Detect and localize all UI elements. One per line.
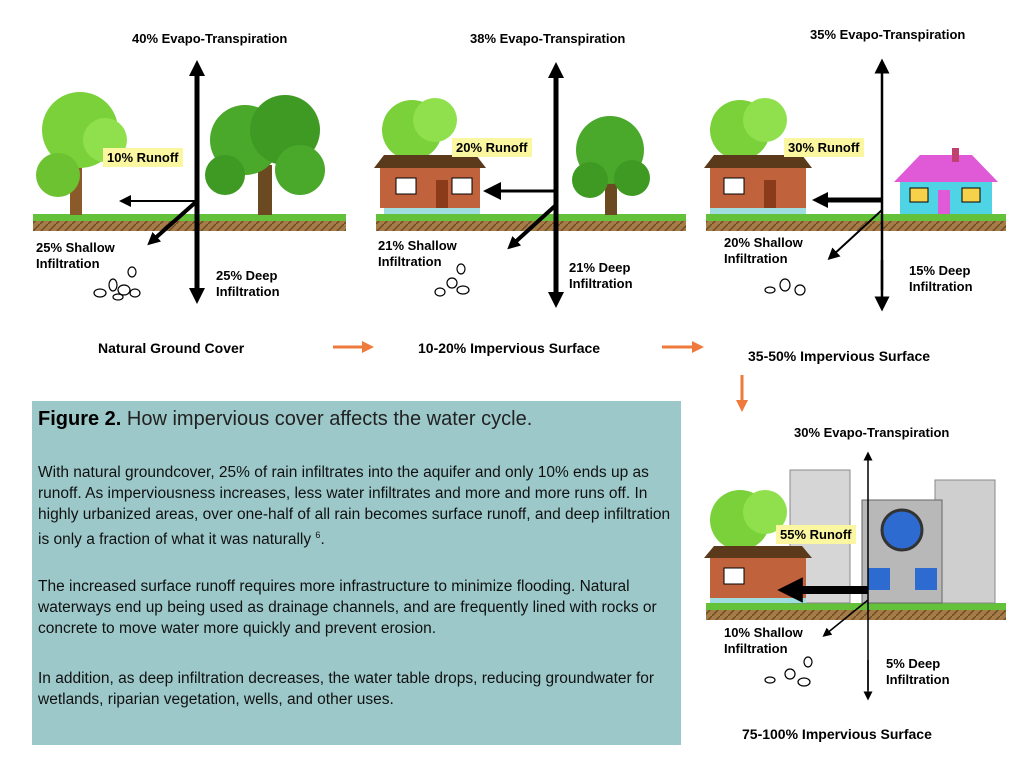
caption-box [32,401,681,745]
tree-icon [710,490,787,550]
house-icon [704,546,812,603]
caption-paragraph-2: The increased surface runoff requires mo… [38,578,657,637]
house-icon [894,148,998,214]
caption-superscript: 6 [315,530,321,540]
panel3-deep-line1: 15% Deep [909,263,971,278]
shallow-arrow [507,203,558,250]
panel1-shallow-label: 25% Shallow Infiltration [36,240,115,272]
panel2-shallow-line1: 21% Shallow [378,238,457,253]
house-icon [704,155,812,214]
shallow-arrow [147,199,199,246]
panel2-deep-label: 21% Deep Infiltration [569,260,633,292]
panel3-shallow-line1: 20% Shallow [724,235,803,250]
panel2-deep-line2: Infiltration [569,276,633,291]
panel3-shallow-label: 20% Shallow Infiltration [724,235,803,267]
panel-natural [33,59,346,305]
pebbles-icon [764,656,813,687]
panel3-title: 35-50% Impervious Surface [748,348,931,364]
panel2-shallow-label: 21% Shallow Infiltration [378,238,457,270]
panel4-evapo-label: 30% Evapo-Transpiration [794,425,950,440]
figure-heading: Figure 2. How impervious cover affects t… [38,408,532,431]
pebbles-icon [93,266,141,301]
shallow-arrow [827,209,883,261]
house-icon [374,155,486,214]
tree-icon [205,95,325,215]
grass-strip [376,214,686,221]
panel4-deep-line1: 5% Deep [886,656,941,671]
panel3-runoff-label: 30% Runoff [784,138,864,157]
panel1-title: Natural Ground Cover [98,340,245,356]
panel4-shallow-label: 10% Shallow Infiltration [724,625,803,657]
panel4-title: 75-100% Impervious Surface [742,726,932,742]
pebbles-icon [434,263,470,297]
panel-35-50 [704,58,1006,312]
panel1-shallow-line1: 25% Shallow [36,240,115,255]
panel2-runoff-label: 20% Runoff [452,138,532,157]
panel2-deep-line1: 21% Deep [569,260,631,275]
panel4-shallow-line1: 10% Shallow [724,625,803,640]
panel3-evapo-label: 35% Evapo-Transpiration [810,27,966,42]
caption-paragraph-1: With natural groundcover, 25% of rain in… [38,462,678,550]
tree-icon [572,116,650,215]
panel2-evapo-label: 38% Evapo-Transpiration [470,31,626,46]
pebbles-icon [764,278,806,296]
panel4-shallow-line2: Infiltration [724,641,788,656]
tree-icon [710,98,787,160]
panel4-deep-label: 5% Deep Infiltration [886,656,950,688]
soil-strip [33,221,346,231]
panel1-deep-line1: 25% Deep [216,268,278,283]
soil-strip [706,610,1006,620]
panel3-deep-line2: Infiltration [909,279,973,294]
panel4-runoff-label: 55% Runoff [776,525,856,544]
panel3-deep-label: 15% Deep Infiltration [909,263,973,295]
shallow-arrow [822,599,869,637]
grass-strip [706,214,1006,221]
panel2-shallow-line2: Infiltration [378,254,442,269]
caption-paragraph-1-end: . [320,531,325,549]
panel1-deep-line2: Infiltration [216,284,280,299]
panel-10-20 [374,61,686,309]
figure-title: How impervious cover affects the water c… [126,408,533,430]
tree-icon [36,92,127,215]
caption-paragraph-1-text: With natural groundcover, 25% of rain in… [38,464,671,549]
panel-75-100 [704,451,1006,701]
grass-strip [33,214,346,221]
panel1-shallow-line2: Infiltration [36,256,100,271]
tree-icon [382,98,457,160]
caption-paragraph-3: In addition, as deep infiltration decrea… [38,670,655,708]
panel3-shallow-line2: Infiltration [724,251,788,266]
panel1-runoff-label: 10% Runoff [103,148,183,167]
soil-strip [706,221,1006,231]
panel1-deep-label: 25% Deep Infiltration [216,268,280,300]
grass-strip [706,603,1006,610]
figure-label: Figure 2. [38,408,122,430]
panel2-title: 10-20% Impervious Surface [418,340,601,356]
panel4-deep-line2: Infiltration [886,672,950,687]
panel1-evapo-label: 40% Evapo-Transpiration [132,31,288,46]
